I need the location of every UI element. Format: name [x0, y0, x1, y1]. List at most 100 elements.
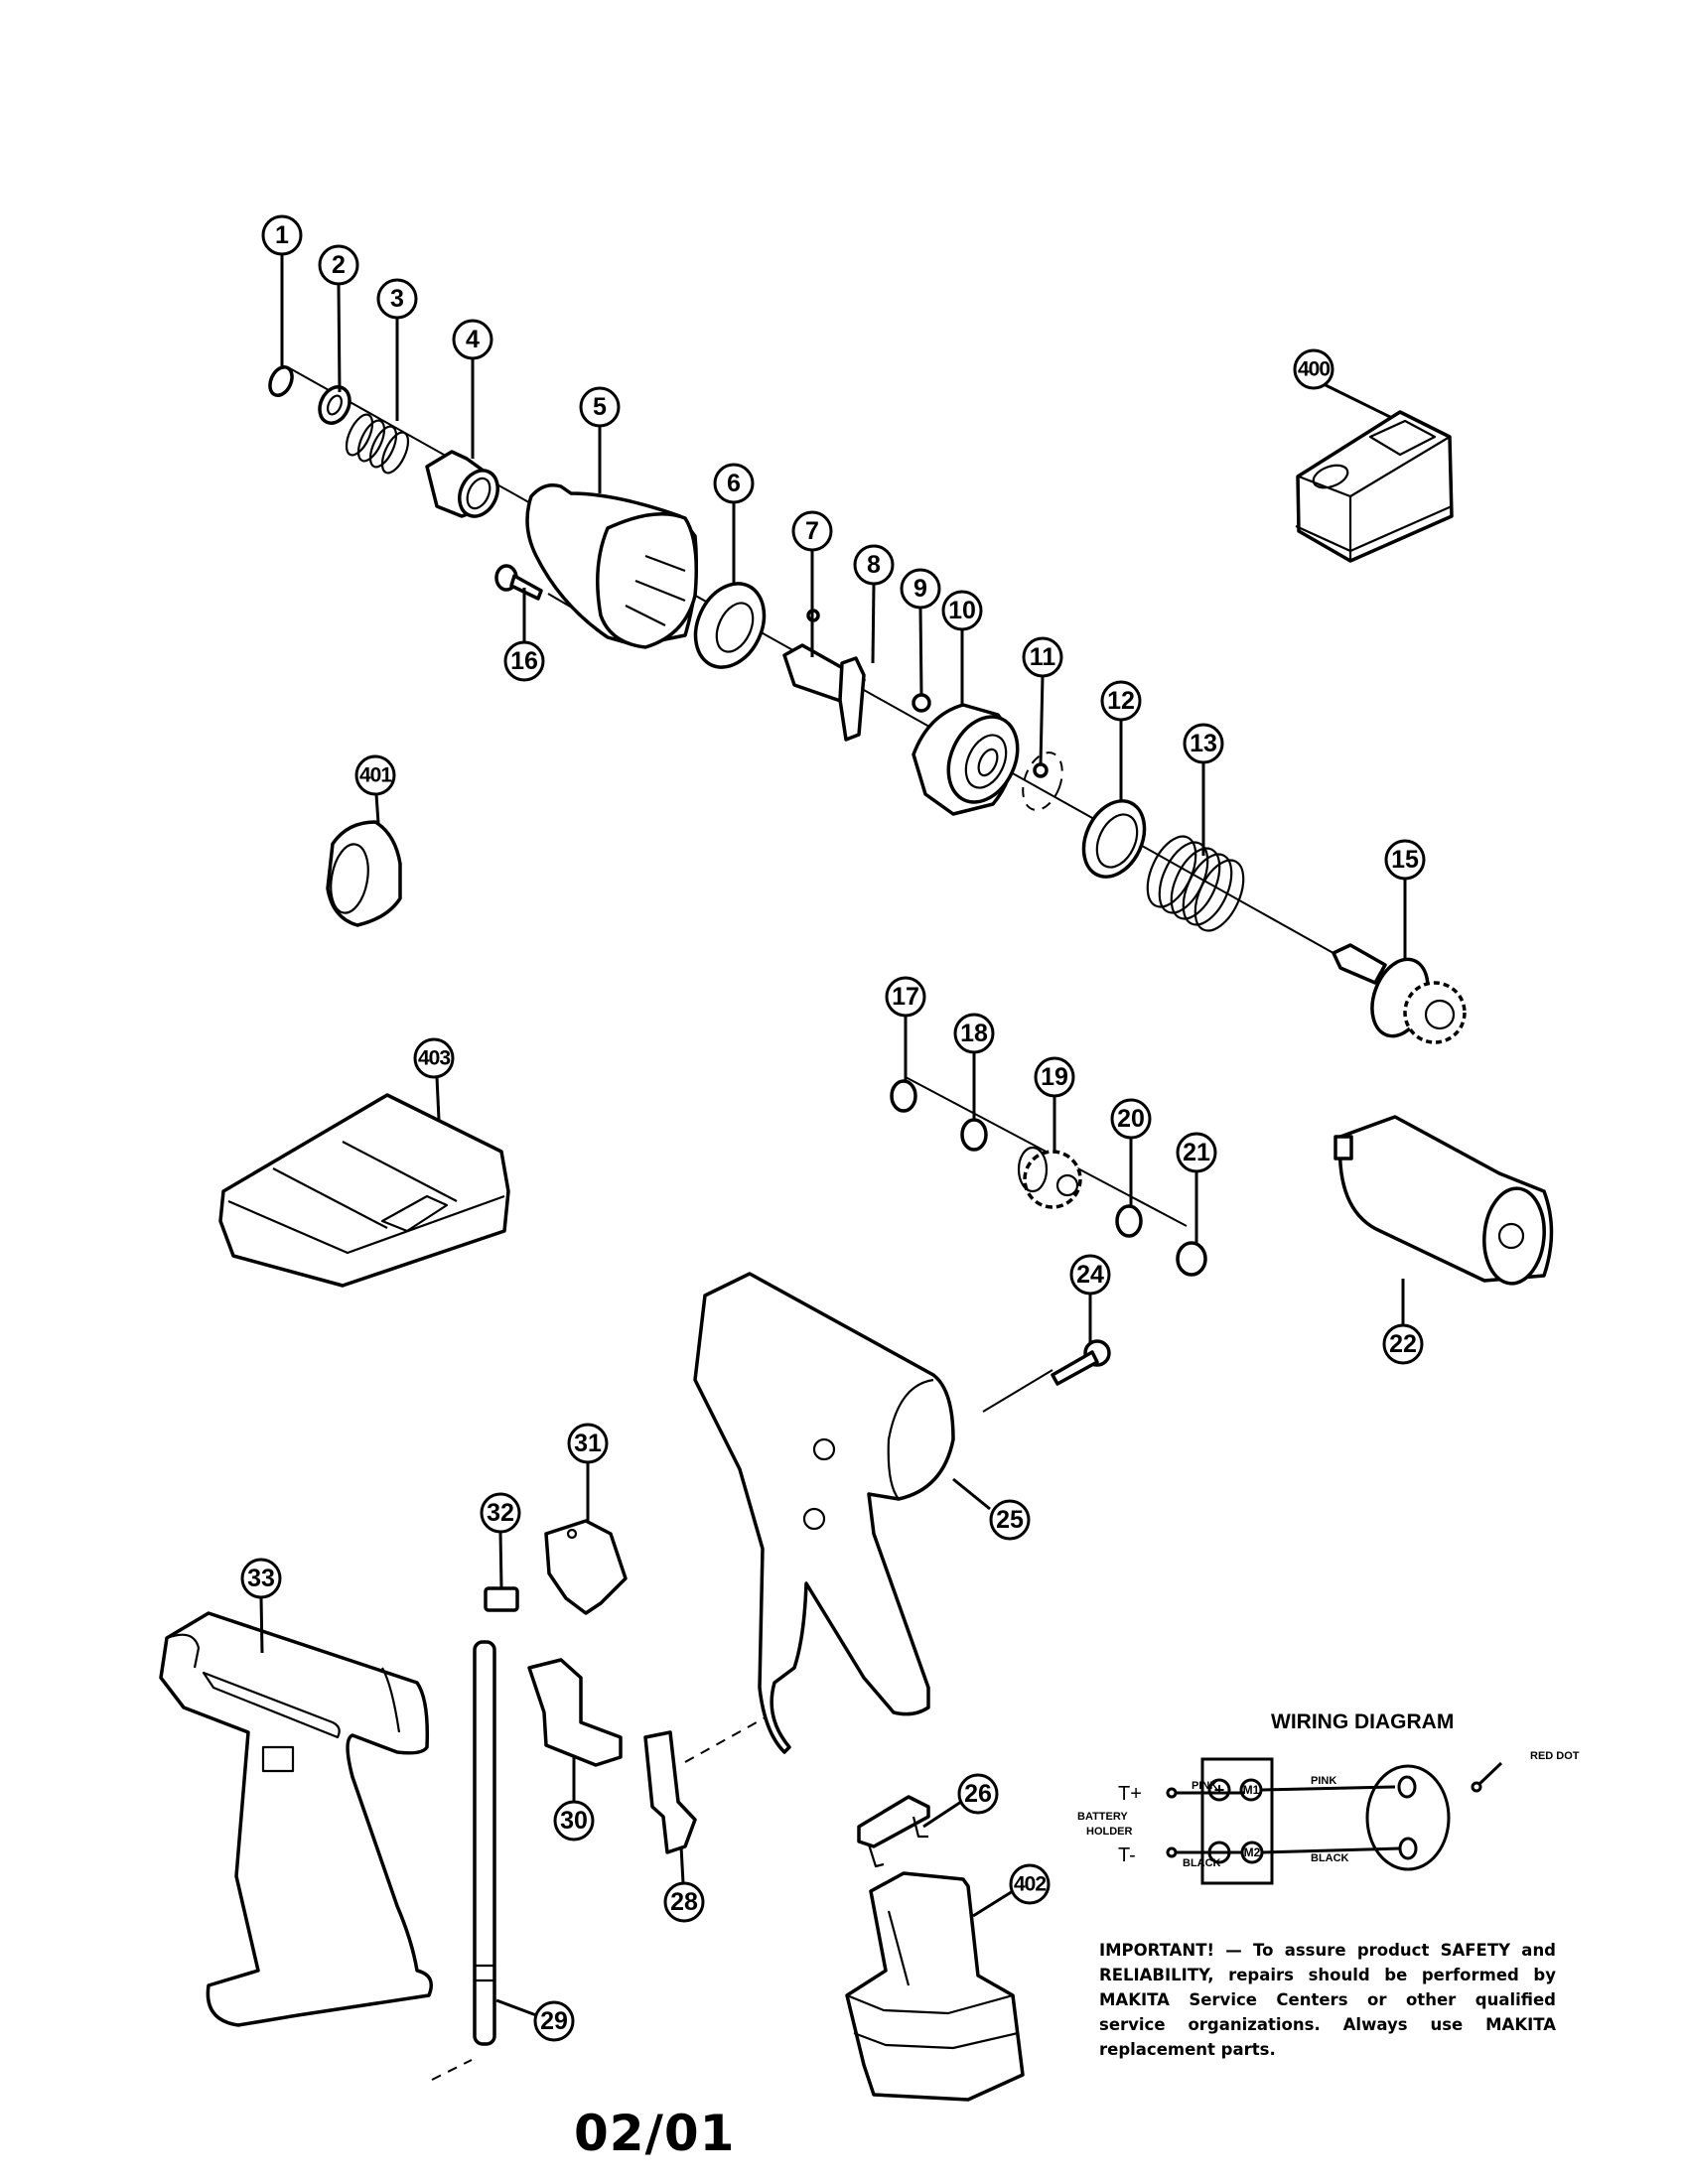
callout-9: 9	[900, 568, 941, 610]
callout-19: 19	[1034, 1056, 1075, 1098]
svg-text:401: 401	[359, 764, 392, 787]
callout-7: 7	[791, 510, 833, 552]
wiring-diagram-title: WIRING DIAGRAM	[1271, 1710, 1454, 1733]
callout-22: 22	[1382, 1323, 1424, 1365]
part-5-hammer-case	[525, 483, 698, 649]
callout-5: 5	[579, 386, 621, 428]
wire-black-out-label: BLACK	[1311, 1852, 1349, 1864]
svg-text:22: 22	[1389, 1330, 1417, 1358]
callout-8: 8	[853, 544, 895, 586]
svg-text:403: 403	[418, 1047, 450, 1070]
callout-402: 402	[1009, 1863, 1051, 1905]
callout-17: 17	[885, 976, 926, 1018]
part-30-change-lever	[527, 1658, 623, 1767]
callout-28: 28	[663, 1881, 705, 1923]
part-26-terminal	[857, 1795, 930, 1868]
svg-text:6: 6	[727, 470, 741, 497]
svg-text:1: 1	[275, 221, 289, 249]
svg-text:7: 7	[805, 517, 819, 545]
callout-33: 33	[240, 1558, 282, 1599]
svg-text:16: 16	[510, 647, 538, 675]
callout-401: 401	[354, 754, 396, 796]
part-28-battery-latch	[643, 1730, 697, 1854]
part-21-bearing	[1176, 1241, 1207, 1277]
callout-18: 18	[953, 1013, 995, 1054]
callout-10: 10	[941, 590, 983, 631]
part-31-switch	[544, 1519, 628, 1615]
switch-negative-symbol: −	[1214, 1843, 1225, 1862]
svg-text:17: 17	[892, 983, 919, 1011]
callout-29: 29	[533, 2000, 575, 2042]
callout-21: 21	[1176, 1132, 1217, 1173]
terminal-positive-label: T+	[1118, 1783, 1142, 1805]
part-25-housing-left	[693, 1272, 955, 1754]
part-402-battery	[845, 1871, 1025, 2102]
callout-20: 20	[1110, 1098, 1152, 1140]
part-9-steel-ball	[912, 693, 931, 713]
part-20-bearing	[1115, 1204, 1143, 1238]
svg-text:11: 11	[1030, 643, 1056, 671]
part-400-charger	[1295, 410, 1454, 563]
callout-2: 2	[318, 244, 359, 286]
part-8-anvil	[782, 643, 866, 742]
callout-30: 30	[553, 1800, 595, 1842]
svg-text:400: 400	[1298, 358, 1330, 381]
callout-400: 400	[1293, 348, 1334, 390]
terminal-negative-label: T-	[1118, 1844, 1136, 1866]
callout-4: 4	[452, 319, 493, 360]
part-17-bearing	[890, 1079, 917, 1113]
part-29-strap	[473, 1640, 496, 2046]
svg-text:18: 18	[960, 1020, 988, 1047]
part-11-steel-balls	[1022, 751, 1063, 811]
motor-m2-symbol: M2	[1244, 1845, 1261, 1859]
svg-text:32: 32	[487, 1499, 514, 1527]
svg-text:8: 8	[867, 551, 881, 579]
callout-3: 3	[376, 278, 418, 320]
part-13-spring	[1146, 835, 1245, 932]
svg-text:21: 21	[1183, 1139, 1210, 1166]
red-dot-label: RED DOT	[1530, 1750, 1580, 1762]
part-24-screw	[1051, 1339, 1111, 1386]
part-6-bearing	[693, 582, 767, 669]
callout-32: 32	[480, 1492, 521, 1534]
svg-text:10: 10	[948, 597, 976, 624]
svg-text:15: 15	[1391, 846, 1419, 874]
callout-6: 6	[713, 463, 755, 504]
part-22-motor	[1333, 1115, 1554, 1286]
svg-text:5: 5	[593, 393, 607, 421]
svg-text:31: 31	[574, 1430, 602, 1457]
part-1-retaining-ring	[268, 365, 294, 397]
callout-11: 11	[1022, 636, 1063, 678]
svg-text:28: 28	[670, 1888, 698, 1916]
callout-403: 403	[413, 1037, 455, 1079]
svg-text:19: 19	[1041, 1063, 1068, 1091]
callout-25: 25	[989, 1499, 1031, 1541]
svg-text:3: 3	[390, 285, 404, 313]
part-16-screw	[494, 564, 543, 601]
part-10-hammer	[912, 703, 1020, 816]
svg-text:9: 9	[913, 575, 927, 603]
callout-12: 12	[1100, 680, 1142, 722]
callout-13: 13	[1183, 723, 1224, 764]
svg-text:2: 2	[332, 251, 346, 279]
motor-symbol	[1365, 1764, 1451, 1871]
motor-m1-symbol: M1	[1243, 1783, 1260, 1797]
part-15-spindle	[1332, 943, 1467, 1044]
part-12-washer	[1081, 799, 1147, 879]
part-18-bearing	[960, 1118, 988, 1152]
callout-15: 15	[1384, 839, 1426, 881]
battery-holder-label-1: BATTERY	[1077, 1811, 1128, 1823]
part-33-housing-right	[159, 1611, 433, 2027]
wire-pink-out-label: PINK	[1311, 1775, 1336, 1787]
svg-text:13: 13	[1190, 730, 1217, 757]
date-code: 02/01	[574, 2105, 736, 2162]
battery-holder-label-2: HOLDER	[1086, 1826, 1133, 1838]
part-2-ring	[318, 385, 351, 425]
part-4-sleeve	[425, 450, 499, 518]
svg-text:25: 25	[996, 1506, 1024, 1534]
svg-text:33: 33	[247, 1565, 275, 1592]
leader-lines	[259, 254, 1407, 2017]
svg-text:30: 30	[560, 1807, 588, 1835]
callout-1: 1	[261, 214, 303, 256]
svg-text:24: 24	[1076, 1261, 1104, 1289]
